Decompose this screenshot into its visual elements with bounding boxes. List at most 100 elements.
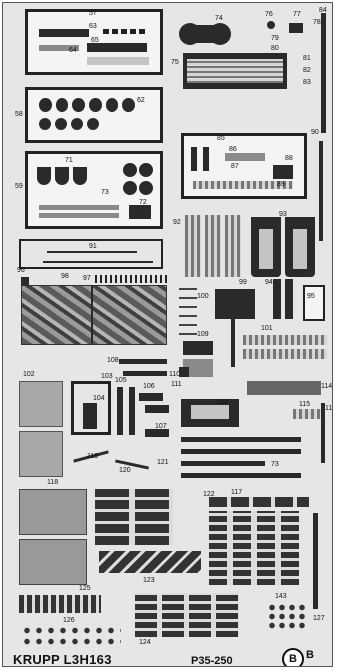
label-123: 123 xyxy=(143,577,155,584)
part-60-camo-divider xyxy=(91,285,93,345)
part-106-hooks xyxy=(139,393,163,401)
part-90-rod xyxy=(319,141,323,241)
label-71: 71 xyxy=(65,157,73,164)
label-127: 127 xyxy=(313,615,325,622)
part-75-slots xyxy=(187,59,283,83)
label-120: 120 xyxy=(119,467,131,474)
label-116: 116 xyxy=(325,405,333,412)
label-88: 88 xyxy=(285,155,293,162)
part-103-bar xyxy=(123,371,167,376)
part-87-panel xyxy=(225,153,265,161)
part-92-panel-c xyxy=(225,215,241,277)
part-116-rod xyxy=(321,403,325,463)
part-110-grid xyxy=(183,359,213,377)
part-97-letters xyxy=(95,275,167,283)
part-group-58 xyxy=(25,87,163,143)
part-86-lever xyxy=(191,147,197,171)
part-89-grid xyxy=(193,181,293,189)
part-73-bar-a xyxy=(181,437,301,442)
label-108: 108 xyxy=(107,357,119,364)
part-62-gauges xyxy=(39,98,136,114)
part-117-pads xyxy=(209,511,299,585)
part-124-pads xyxy=(135,593,239,637)
part-104-frame xyxy=(71,381,111,435)
part-62-gauges-row2 xyxy=(39,118,119,132)
part-65-bar xyxy=(87,43,147,52)
label-82: 82 xyxy=(303,67,311,74)
part-65-plate xyxy=(87,57,149,65)
part-group-91 xyxy=(19,239,163,269)
part-111-cross xyxy=(179,367,189,377)
part-93-leg-right-cut xyxy=(293,229,307,269)
part-106-hooks-b xyxy=(145,405,169,413)
part-77-block xyxy=(289,23,303,33)
label-96: 96 xyxy=(17,267,25,274)
part-63-bar xyxy=(39,29,89,37)
part-96-clip xyxy=(21,277,29,287)
part-109-block xyxy=(183,341,213,355)
part-101-strip-b xyxy=(243,349,327,359)
label-62: 62 xyxy=(137,97,145,104)
label-81: 81 xyxy=(303,55,311,62)
part-72-dial-a xyxy=(123,163,137,177)
label-98: 98 xyxy=(61,273,69,280)
label-72: 72 xyxy=(139,199,147,206)
label-58: 58 xyxy=(15,111,23,118)
label-97: 97 xyxy=(83,275,91,282)
part-73-strip xyxy=(39,205,119,210)
label-143: 143 xyxy=(275,593,287,600)
label-57: 57 xyxy=(89,10,97,17)
part-105-legs xyxy=(117,387,123,435)
label-65: 65 xyxy=(91,37,99,44)
label-121: 121 xyxy=(157,459,169,466)
part-102-panel-bottom xyxy=(19,431,63,477)
label-64: 64 xyxy=(69,47,77,54)
part-108-bar xyxy=(119,359,167,364)
label-73b: 73 xyxy=(271,461,279,468)
part-72-dial-d xyxy=(139,181,153,195)
label-102: 102 xyxy=(23,371,35,378)
part-93-leg-left-cut xyxy=(259,229,273,269)
label-115: 115 xyxy=(299,401,311,408)
label-107: 107 xyxy=(155,423,167,430)
label-84: 84 xyxy=(319,7,327,14)
part-115-strip xyxy=(293,409,323,419)
part-76-disc xyxy=(267,21,275,29)
part-61-rod xyxy=(43,261,153,263)
label-95: 95 xyxy=(307,293,315,300)
label-79: 79 xyxy=(271,35,279,42)
part-86-lever-b xyxy=(203,147,209,171)
part-113-plate xyxy=(247,381,321,395)
part-118-panel-top xyxy=(19,489,87,535)
part-64-bar xyxy=(39,45,79,51)
label-63: 63 xyxy=(89,23,97,30)
part-72-dial-c xyxy=(123,181,137,195)
label-93: 93 xyxy=(279,211,287,218)
part-73-strip-b xyxy=(39,213,119,218)
part-104-inner xyxy=(83,403,97,429)
part-88-bracket xyxy=(273,165,293,179)
part-63b-dashes xyxy=(103,29,147,34)
part-92-panel-a xyxy=(185,215,201,277)
label-119: 119 xyxy=(87,453,99,460)
part-143-pieces xyxy=(267,603,307,631)
part-99-plate xyxy=(215,289,255,319)
part-72-dial-b xyxy=(139,163,153,177)
part-73-squares xyxy=(129,205,151,219)
label-101: 101 xyxy=(261,325,273,332)
part-122-slots xyxy=(95,489,173,545)
label-99: 99 xyxy=(239,279,247,286)
label-73: 73 xyxy=(101,189,109,196)
part-119-rod-right xyxy=(313,513,318,609)
label-112: 112 xyxy=(217,399,229,406)
kit-name-label: KRUPP L3H163 xyxy=(13,652,112,667)
label-106: 106 xyxy=(143,383,155,390)
part-101-strip xyxy=(243,335,327,345)
label-87: 87 xyxy=(231,163,239,170)
part-73-bar-d xyxy=(181,473,301,478)
label-92: 92 xyxy=(173,219,181,226)
label-75: 75 xyxy=(171,59,179,66)
label-80: 80 xyxy=(271,45,279,52)
part-102-panel-top xyxy=(19,381,63,427)
part-71-hooks xyxy=(37,167,97,187)
